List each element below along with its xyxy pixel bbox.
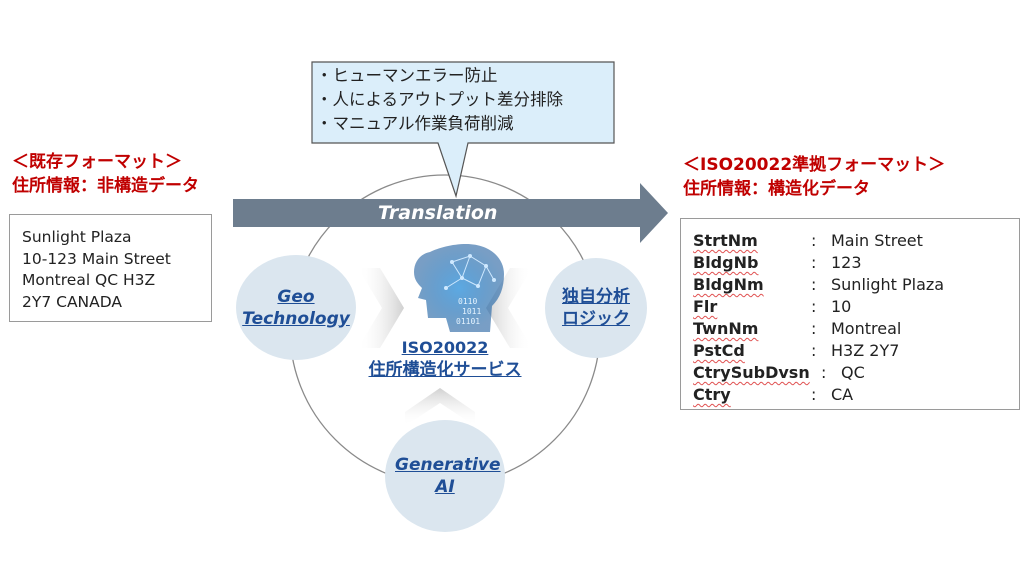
source-address-box: Sunlight Plaza 10-123 Main Street Montre… [9,214,212,322]
field-key: TwnNm [693,319,759,338]
field-sep: : [811,231,817,250]
field-row: TwnNm: Montreal [693,318,1019,340]
field-row: CtrySubDvsn: QC [693,362,1019,384]
bubble-genai-label: Generative AI [395,455,501,497]
bubble-generative-ai: Generative AI [385,420,505,532]
field-row: Flr:10 [693,296,1019,318]
field-row: Ctry: CA [693,384,1019,406]
chevron-up [405,388,475,426]
field-key: Flr [693,297,718,316]
field-row: PstCd: H3Z 2Y7 [693,340,1019,362]
field-sep: : [811,275,817,294]
structured-address-box: StrtNm:Main Street BldgNb:123 BldgNm:Sun… [680,218,1020,410]
bubble-logic-label: 独自分析 ロジック [562,287,630,329]
field-value: H3Z 2Y7 [831,341,900,360]
field-value: Montreal [831,319,902,338]
callout-item: ・マニュアル作業負荷削減 [316,114,514,133]
source-heading-line1: ＜既存フォーマット＞ [12,152,182,172]
center-line1: ISO20022 [401,338,489,357]
field-value: CA [831,385,854,404]
bubble-analysis-logic: 独自分析 ロジック [545,258,647,358]
callout-shape [311,61,615,199]
field-sep: : [811,319,817,338]
field-sep: : [811,341,817,360]
bubble-geo-label: Geo Technology [242,286,350,329]
field-key: StrtNm [693,231,758,250]
field-key: Ctry [693,385,731,404]
svg-text:1011: 1011 [462,307,481,316]
bubble-geo-technology: Geo Technology [236,255,356,360]
field-value: 123 [831,253,862,272]
field-row: BldgNb:123 [693,252,1019,274]
svg-text:01101: 01101 [456,317,480,326]
target-heading: ＜ISO20022準拠フォーマット＞ 住所情報：構造化データ [683,153,945,201]
field-sep: : [811,253,817,272]
chevron-right [486,268,532,348]
field-value: QC [841,363,865,382]
field-value: Sunlight Plaza [831,275,945,294]
source-heading-line2: 住所情報：非構造データ [12,176,199,196]
address-line: 10-123 Main Street [22,249,171,268]
callout-item: ・ヒューマンエラー防止 [316,66,498,85]
field-row: BldgNm: Sunlight Plaza [693,274,1019,296]
field-row: StrtNm: Main Street [693,230,1019,252]
address-line: 2Y7 CANADA [22,292,123,311]
target-heading-line1: ＜ISO20022準拠フォーマット＞ [683,155,946,175]
field-key: PstCd [693,341,745,360]
field-key: BldgNb [693,253,759,272]
field-sep: : [821,363,827,382]
address-line: Montreal QC H3Z [22,271,156,289]
chevron-left [358,268,404,348]
field-value: 10 [831,297,852,316]
translation-arrow [233,183,668,243]
field-key: CtrySubDvsn [693,363,810,382]
field-sep: : [811,385,817,404]
svg-text:0110: 0110 [458,297,477,306]
field-sep: : [811,297,817,316]
field-value: Main Street [831,231,923,250]
target-heading-line2: 住所情報：構造化データ [683,179,870,199]
field-key: BldgNm [693,275,764,294]
translation-label: Translation [378,202,498,224]
center-service-label: ISO20022 住所構造化サービス [350,338,540,382]
ai-brain-icon: 0110 1011 01101 [414,244,504,332]
center-line2: 住所構造化サービス [368,360,522,380]
address-line: Sunlight Plaza [22,228,132,246]
callout-item: ・人によるアウトプット差分排除 [316,90,564,109]
source-heading: ＜既存フォーマット＞ 住所情報：非構造データ [12,150,199,198]
callout-list: ・ヒューマンエラー防止 ・人によるアウトプット差分排除 ・マニュアル作業負荷削減 [316,64,563,136]
